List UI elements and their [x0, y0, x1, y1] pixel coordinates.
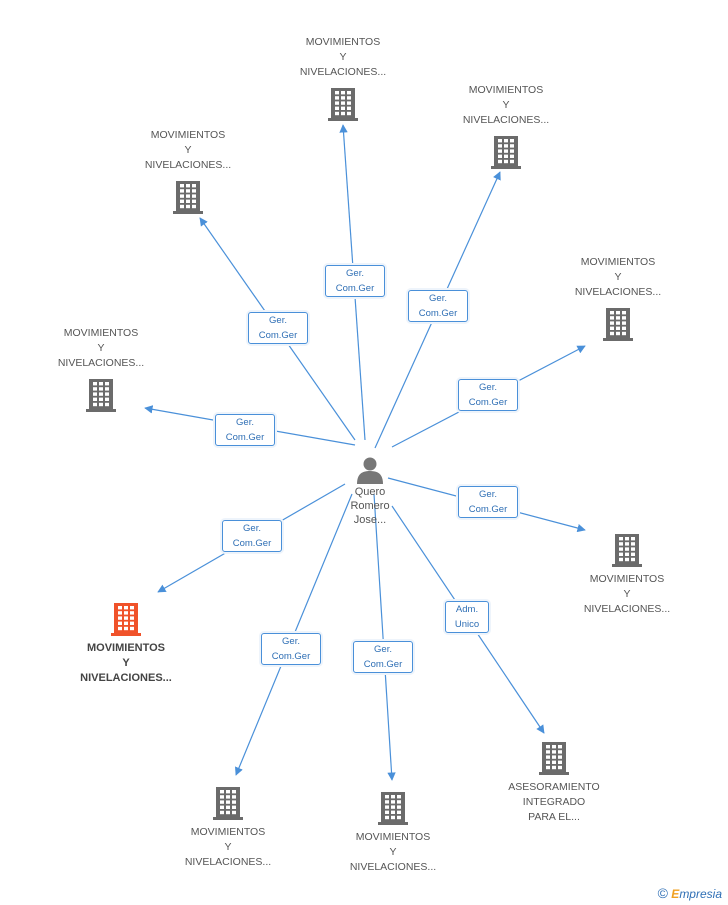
- company-name-line: MOVIMIENTOS: [86, 642, 166, 654]
- role-line: Com.Ger: [232, 538, 272, 549]
- building-icon: [491, 136, 521, 169]
- company-name-line: NIVELACIONES...: [57, 357, 145, 369]
- company-name-line: Y: [623, 588, 631, 600]
- company-name-line: NIVELACIONES...: [349, 861, 437, 873]
- brand-logo: © Empresia: [658, 885, 722, 901]
- role-label[interactable]: Ger. Com.Ger: [261, 633, 321, 665]
- company-name-line: Y: [224, 841, 232, 853]
- company-name-line: INTEGRADO: [522, 796, 586, 808]
- company-name-line: MOVIMIENTOS: [305, 36, 381, 48]
- company-name-line: MOVIMIENTOS: [468, 84, 544, 96]
- role-line: Ger.: [236, 417, 254, 428]
- role-label[interactable]: Ger. Com.Ger: [458, 379, 518, 411]
- company-name-line: NIVELACIONES...: [583, 603, 671, 615]
- company-name-line: NIVELACIONES...: [299, 66, 387, 78]
- role-line: Ger.: [269, 315, 287, 326]
- company-name-line: Y: [614, 271, 622, 283]
- person-name-line: Jose...: [353, 514, 387, 526]
- company-name-line: NIVELACIONES...: [574, 286, 662, 298]
- company-name-line: Y: [122, 657, 130, 669]
- company-node[interactable]: MOVIMIENTOS Y NIVELACIONES...: [118, 128, 258, 215]
- role-line: Com.Ger: [363, 659, 403, 670]
- role-line: Ger.: [374, 644, 392, 655]
- company-name-line: MOVIMIENTOS: [190, 826, 266, 838]
- person-name-line: Quero: [354, 486, 386, 498]
- role-label[interactable]: Ger. Com.Ger: [408, 290, 468, 322]
- company-name-line: MOVIMIENTOS: [150, 129, 226, 141]
- company-node[interactable]: MOVIMIENTOS Y NIVELACIONES...: [31, 326, 171, 413]
- role-label[interactable]: Ger. Com.Ger: [248, 312, 308, 344]
- company-name-line: Y: [184, 144, 192, 156]
- role-label[interactable]: Ger. Com.Ger: [215, 414, 275, 446]
- company-name-line: Y: [502, 99, 510, 111]
- building-icon: [86, 379, 116, 412]
- person-icon: [357, 457, 383, 484]
- role-line: Unico: [454, 619, 480, 630]
- role-line: Com.Ger: [468, 504, 508, 515]
- company-node[interactable]: MOVIMIENTOS Y NIVELACIONES...: [158, 785, 298, 870]
- building-icon: [328, 88, 358, 121]
- copyright-symbol: ©: [657, 885, 668, 901]
- company-name-line: Y: [339, 51, 347, 63]
- company-name-line: MOVIMIENTOS: [63, 327, 139, 339]
- role-label[interactable]: Ger. Com.Ger: [353, 641, 413, 673]
- company-node[interactable]: MOVIMIENTOS Y NIVELACIONES...: [548, 255, 688, 342]
- role-label[interactable]: Ger. Com.Ger: [222, 520, 282, 552]
- role-line: Com.Ger: [335, 283, 375, 294]
- brand-initial: E: [671, 887, 680, 901]
- company-name-line: MOVIMIENTOS: [580, 256, 656, 268]
- role-line: Ger.: [346, 268, 364, 279]
- brand-name: mpresia: [679, 887, 722, 901]
- relationship-edge: [373, 493, 396, 781]
- role-line: Ger.: [243, 523, 261, 534]
- building-icon: [111, 603, 141, 636]
- building-icon: [378, 792, 408, 825]
- company-node[interactable]: ASESORAMIENTO INTEGRADO PARA EL...: [484, 740, 624, 825]
- company-node-highlighted[interactable]: MOVIMIENTOS Y NIVELACIONES...: [56, 601, 196, 686]
- role-line: Adm.: [455, 604, 479, 615]
- company-name-line: PARA EL...: [528, 811, 580, 823]
- company-name-line: Y: [97, 342, 105, 354]
- company-node[interactable]: MOVIMIENTOS Y NIVELACIONES...: [436, 83, 576, 170]
- person-name-line: Romero: [350, 500, 390, 512]
- role-line: Com.Ger: [271, 651, 311, 662]
- company-node[interactable]: MOVIMIENTOS Y NIVELACIONES...: [323, 790, 463, 875]
- person-node[interactable]: Quero Romero Jose...: [320, 455, 420, 527]
- role-line: Com.Ger: [258, 330, 298, 341]
- building-icon: [603, 308, 633, 341]
- company-node[interactable]: MOVIMIENTOS Y NIVELACIONES...: [557, 532, 697, 617]
- company-name-line: NIVELACIONES...: [80, 672, 172, 684]
- role-line: Com.Ger: [418, 308, 458, 319]
- role-line: Ger.: [429, 293, 447, 304]
- role-line: Ger.: [479, 489, 497, 500]
- building-icon: [173, 181, 203, 214]
- company-name-line: NIVELACIONES...: [184, 856, 272, 868]
- company-name-line: ASESORAMIENTO: [508, 781, 600, 793]
- role-label[interactable]: Adm. Unico: [445, 601, 489, 633]
- company-name-line: MOVIMIENTOS: [355, 831, 431, 843]
- company-name-line: MOVIMIENTOS: [589, 573, 665, 585]
- company-name-line: Y: [389, 846, 397, 858]
- building-icon: [213, 787, 243, 820]
- role-label[interactable]: Ger. Com.Ger: [458, 486, 518, 518]
- role-line: Com.Ger: [468, 397, 508, 408]
- role-label[interactable]: Ger. Com.Ger: [325, 265, 385, 297]
- role-line: Com.Ger: [225, 432, 265, 443]
- company-name-line: NIVELACIONES...: [462, 114, 550, 126]
- building-icon: [612, 534, 642, 567]
- role-line: Ger.: [479, 382, 497, 393]
- building-icon: [539, 742, 569, 775]
- role-line: Ger.: [282, 636, 300, 647]
- company-node[interactable]: MOVIMIENTOS Y NIVELACIONES...: [273, 35, 413, 122]
- company-name-line: NIVELACIONES...: [144, 159, 232, 171]
